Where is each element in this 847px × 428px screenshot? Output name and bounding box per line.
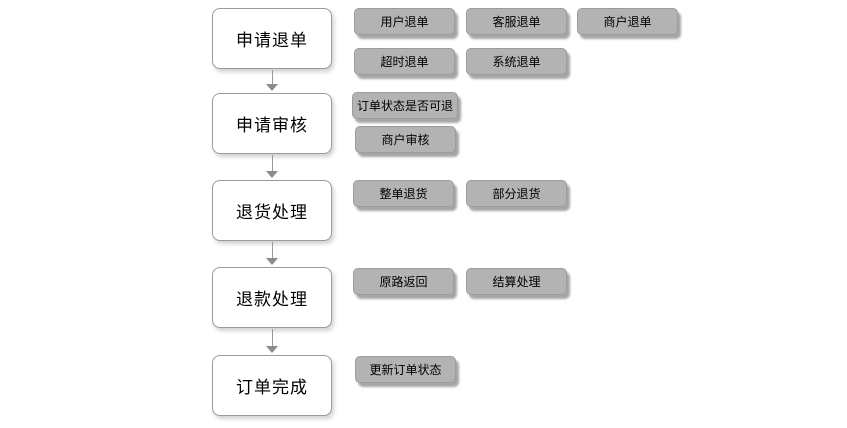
tag-partial-return: 部分退货 — [466, 180, 567, 207]
stage-box-return-processing: 退货处理 — [212, 180, 332, 241]
stage-box-application-review: 申请审核 — [212, 93, 332, 154]
tag-order-status-refundable: 订单状态是否可退 — [352, 92, 458, 119]
stage-label-apply-refund: 申请退单 — [236, 31, 308, 50]
stage-box-apply-refund: 申请退单 — [212, 8, 332, 69]
stage-label-return-processing: 退货处理 — [236, 203, 308, 222]
tag-timeout-refund: 超时退单 — [354, 48, 455, 75]
tag-system-refund: 系统退单 — [466, 48, 567, 75]
tag-original-route-refund: 原路返回 — [353, 268, 454, 295]
stage-label-order-complete: 订单完成 — [236, 378, 308, 397]
tag-update-order-status: 更新订单状态 — [355, 356, 456, 383]
stage-label-application-review: 申请审核 — [236, 116, 308, 135]
tag-merchant-refund: 商户退单 — [577, 8, 678, 35]
tag-merchant-review: 商户审核 — [355, 126, 456, 153]
tag-customer-service-refund: 客服退单 — [466, 8, 567, 35]
tag-full-order-return: 整单退货 — [353, 180, 454, 207]
stage-box-order-complete: 订单完成 — [212, 355, 332, 416]
stage-label-refund-processing: 退款处理 — [236, 290, 308, 309]
tag-settlement-processing: 结算处理 — [466, 268, 567, 295]
tag-user-refund: 用户退单 — [354, 8, 455, 35]
stage-box-refund-processing: 退款处理 — [212, 267, 332, 328]
